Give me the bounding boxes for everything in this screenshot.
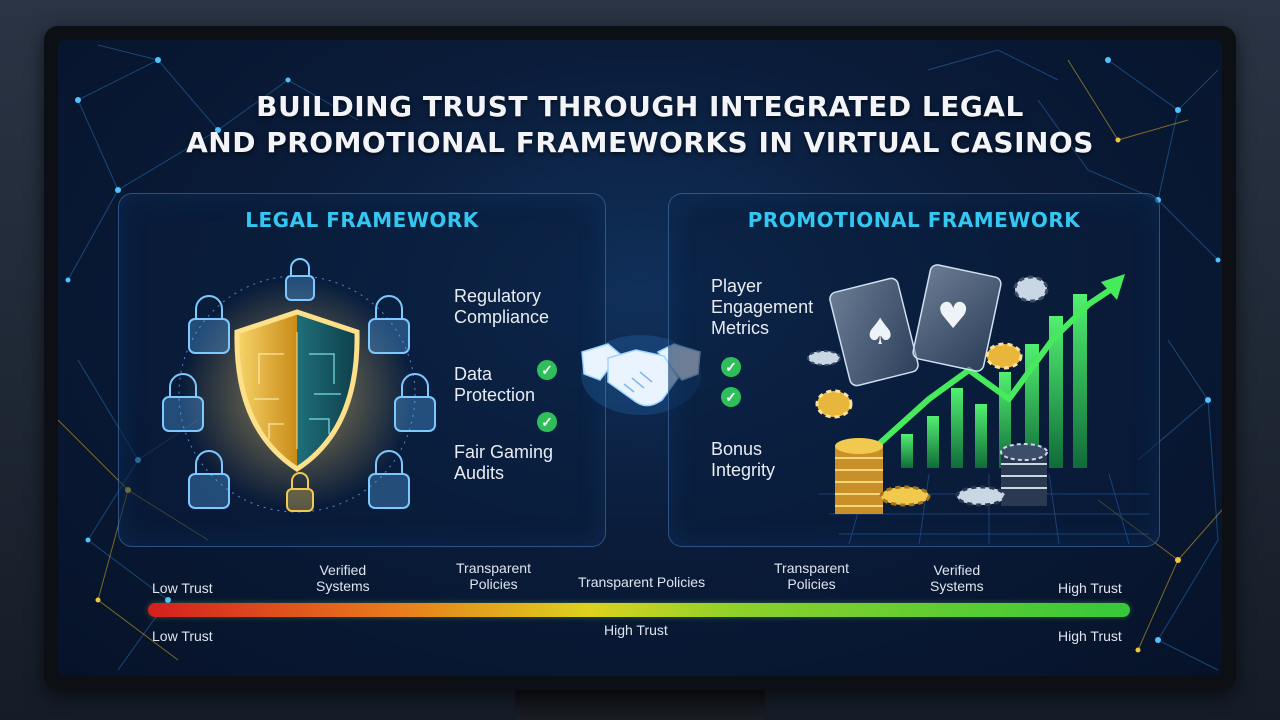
trust-gradient-bar-level [148,603,1130,617]
legal-item-data-protection: Data Protection [454,364,536,405]
promo-item-player-engagement-metrics: Player Engagement Metrics [711,276,814,338]
scale-label-high-trust-center: High Trust [604,622,668,638]
page-title-line-1: BUILDING TRUST THROUGH INTEGRATED LEGAL [256,90,1024,123]
scale-label-transparent-policies-left: Transparent Policies [456,560,531,592]
legal-item-fair-gaming-audits: Fair Gaming Audits [454,442,554,483]
playing-cards-icon: ♠ ♥ [829,264,1002,387]
promotional-framework-heading: PROMOTIONAL FRAMEWORK [747,208,1081,232]
padlock-icon [368,450,410,509]
casino-growth-illustration: ♠ ♥ [807,264,1149,545]
casino-chip-icon [807,275,1049,419]
padlock-icon [285,258,315,301]
padlock-icon [286,472,314,512]
monitor-screen: BUILDING TRUST THROUGH INTEGRATED LEGAL … [58,40,1222,676]
legal-item-regulatory-compliance: Regulatory Compliance [454,286,550,327]
padlock-icon [368,295,410,354]
scale-label-transparent-policies-center: Transparent Policies [578,574,706,590]
scale-label-verified-systems-right: Verified Systems [930,562,984,594]
scale-label-transparent-policies-right: Transparent Policies [774,560,849,592]
padlock-icon [188,450,230,509]
svg-text:♠: ♠ [864,312,896,353]
promotional-framework-panel: PROMOTIONAL FRAMEWORK Player Engagement … [668,193,1160,547]
page-title-line-2: AND PROMOTIONAL FRAMEWORKS IN VIRTUAL CA… [186,126,1094,159]
shield-lock-illustration [162,258,436,513]
scale-label-low-trust-bottom: Low Trust [152,628,213,644]
svg-text:♥: ♥ [937,296,969,337]
trust-gradient-bar [148,603,1130,617]
scale-label-high-trust-bottom: High Trust [1058,628,1122,644]
padlock-icon [162,373,204,432]
check-icon: ✓ [721,387,741,407]
legal-framework-panel: LEGAL FRAMEWORK [118,193,606,547]
scale-label-high-trust-top: High Trust [1058,580,1122,596]
promo-item-bonus-integrity: Bonus Integrity [711,439,776,480]
scale-label-verified-systems-left: Verified Systems [316,562,370,594]
padlock-icon [394,373,436,432]
network-lines-decoration [58,44,1222,671]
scale-label-low-trust-top: Low Trust [152,580,213,596]
legal-framework-heading: LEGAL FRAMEWORK [245,208,479,232]
check-icon: ✓ [721,357,741,377]
check-icon: ✓ [537,412,557,432]
padlock-icon [188,295,230,354]
check-icon: ✓ [537,360,557,380]
